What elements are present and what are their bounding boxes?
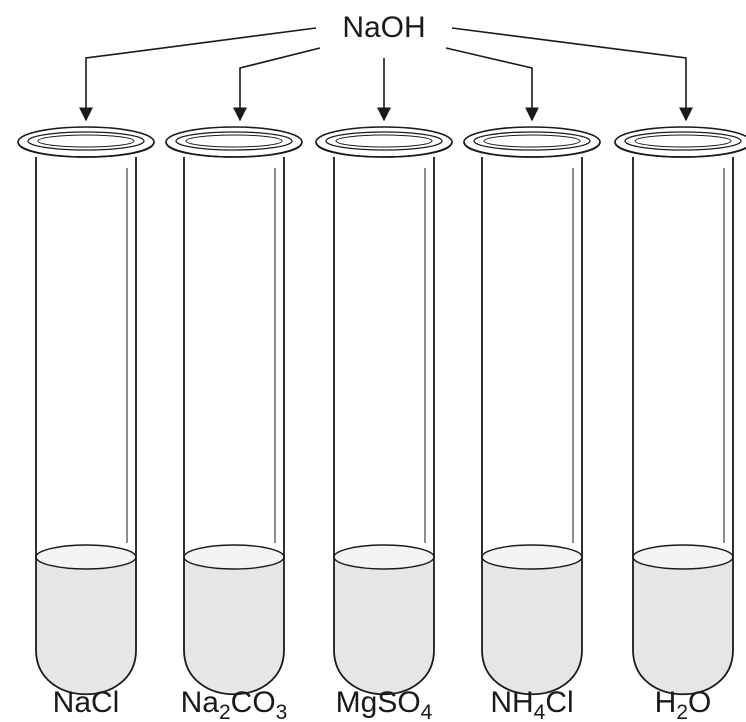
liquid-surface <box>35 544 137 570</box>
tube-rim-inner <box>473 131 591 151</box>
tube-rim-lower <box>315 141 453 158</box>
tube-rim-inner <box>175 131 293 151</box>
test-tubes <box>17 126 746 695</box>
liquid-surface <box>183 544 285 570</box>
tube-rim-lower <box>463 141 601 158</box>
tube-body <box>35 157 137 695</box>
tube-opening <box>483 134 581 148</box>
arrow-to-tube-4 <box>445 47 539 122</box>
tube-rim-lower <box>614 141 746 158</box>
tube-labels: NaCl Na2CO3 MgSO4 NH4Cl H2O <box>53 686 712 722</box>
liquid-surface <box>481 544 583 570</box>
tube-label-3: MgSO4 <box>336 686 433 722</box>
test-tube-1 <box>17 126 155 695</box>
tube-rim-inner <box>325 131 443 151</box>
test-tube-3 <box>315 126 453 695</box>
tube-label-1: NaCl <box>53 686 120 719</box>
test-tube-4 <box>463 126 601 695</box>
tube-body <box>632 157 734 695</box>
liquid <box>482 557 582 695</box>
liquid <box>36 557 136 695</box>
tube-opening <box>185 134 283 148</box>
liquid <box>184 557 284 695</box>
liquid <box>334 557 434 695</box>
arrow-to-tube-5 <box>451 27 693 122</box>
tube-rim-lower <box>17 141 155 158</box>
liquid <box>633 557 733 695</box>
reagent-arrows <box>79 27 693 122</box>
test-tube-5 <box>614 126 746 695</box>
tube-opening <box>634 134 732 148</box>
liquid-surface <box>632 544 734 570</box>
tube-label-4: NH4Cl <box>490 686 573 722</box>
liquid-surface <box>333 544 435 570</box>
tube-body <box>333 157 435 695</box>
tube-opening <box>335 134 433 148</box>
tube-body <box>183 157 285 695</box>
reagent-label: NaOH <box>342 11 425 44</box>
tube-label-2: Na2CO3 <box>181 686 288 722</box>
tube-body <box>481 157 583 695</box>
test-tube-2 <box>165 126 303 695</box>
arrow-to-tube-1 <box>79 27 317 122</box>
arrow-to-tube-2 <box>233 47 321 122</box>
tube-rim-inner <box>27 131 145 151</box>
tube-rim-inner <box>624 131 742 151</box>
tube-rim-lower <box>165 141 303 158</box>
tube-opening <box>37 134 135 148</box>
tube-label-5: H2O <box>655 686 712 722</box>
